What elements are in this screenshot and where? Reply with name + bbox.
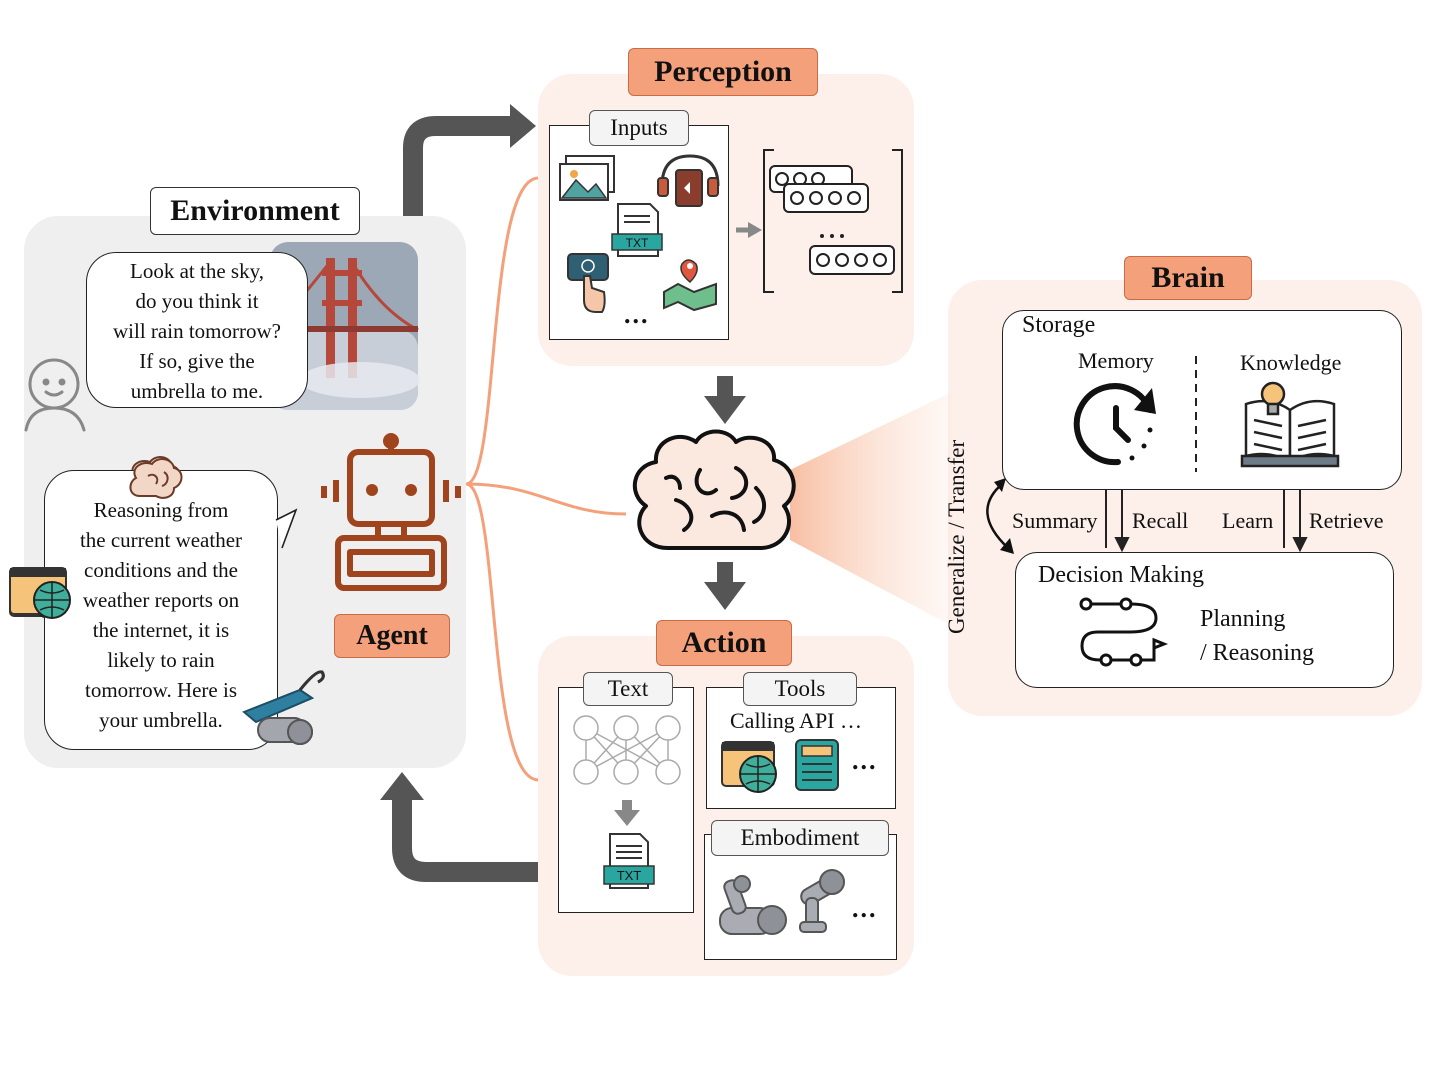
connector-agent-perception (465, 176, 539, 486)
decision-making-box (1015, 552, 1394, 688)
flow-arrow-to-perception (403, 116, 512, 216)
storage-label: Storage (1022, 312, 1096, 338)
map-location-icon-front (663, 259, 717, 312)
token-ellipsis (820, 234, 844, 238)
arrow-brain-to-action (704, 582, 746, 610)
planning-path-icon-front (1079, 597, 1169, 667)
output-txt-file-icon-front: TXT (603, 833, 655, 889)
headphones-icon-front (657, 154, 720, 207)
tools-label: Tools (743, 672, 857, 706)
token-matrix (763, 149, 903, 293)
touch-screen-icon-front (567, 253, 609, 313)
inputs-label: Inputs (589, 110, 689, 146)
connector-agent-action (465, 482, 539, 782)
robot-arms-icon-front (719, 869, 845, 935)
image-gallery-icon-front (559, 155, 615, 201)
planning-reasoning-label: Planning / Reasoning (1200, 606, 1314, 666)
brain-icon (632, 429, 796, 550)
focus-cone (790, 392, 952, 626)
agent-speech-bubble: Reasoning from the current weather condi… (44, 470, 278, 750)
retrieve-label: Retrieve (1309, 508, 1384, 533)
recall-label: Recall (1132, 508, 1189, 533)
agent-label: Agent (334, 614, 450, 658)
learn-label: Learn (1222, 508, 1274, 533)
flow-arrowhead-to-environment (380, 772, 424, 800)
agent-robot-icon (321, 433, 461, 591)
text-label: Text (583, 672, 673, 706)
inputs-icons: TXT (559, 154, 720, 313)
connector-agent-brain (465, 482, 627, 516)
brain-title: Brain (1124, 256, 1252, 300)
thinking-brain-overlay-icon (129, 458, 183, 499)
perception-title: Perception (628, 48, 818, 96)
memory-label: Memory (1078, 348, 1154, 373)
inputs-ellipsis: ... (624, 300, 650, 329)
flow-arrow-to-environment (392, 800, 538, 882)
user-avatar-icon (24, 358, 86, 432)
action-title: Action (656, 620, 792, 666)
decision-making-label: Decision Making (1038, 562, 1204, 588)
knowledge-book-icon-front (1240, 381, 1340, 468)
txt-badge: TXT (626, 236, 649, 250)
memory-icon-front (1073, 383, 1156, 466)
robot-arm-umbrella-overlay-icon (242, 670, 325, 745)
txt-file-icon-front: TXT (611, 203, 663, 257)
embodiment-label: Embodiment (711, 820, 889, 856)
tools-ellipsis: ... (852, 746, 878, 775)
flow-arrowhead-to-perception (510, 104, 536, 148)
summary-label: Summary (1012, 508, 1098, 533)
generalize-transfer-label: Generalize / Transfer (944, 439, 969, 634)
neural-network-icon-front (573, 715, 681, 785)
knowledge-label: Knowledge (1240, 350, 1342, 375)
calling-api-text: Calling API … (730, 708, 863, 733)
environment-title: Environment (150, 187, 360, 235)
user-speech-bubble: Look at the sky, do you think it will ra… (86, 252, 308, 408)
calculator-icon-front (795, 739, 839, 791)
embodiment-ellipsis: ... (852, 894, 878, 923)
arrow-perception-to-brain (704, 396, 746, 424)
output-txt-badge: TXT (617, 868, 642, 883)
generalize-curved-arrow (986, 478, 1014, 554)
browser-globe-icon-front (721, 741, 777, 793)
web-globe-overlay-icon (9, 567, 71, 619)
bubble-tail (275, 508, 298, 549)
